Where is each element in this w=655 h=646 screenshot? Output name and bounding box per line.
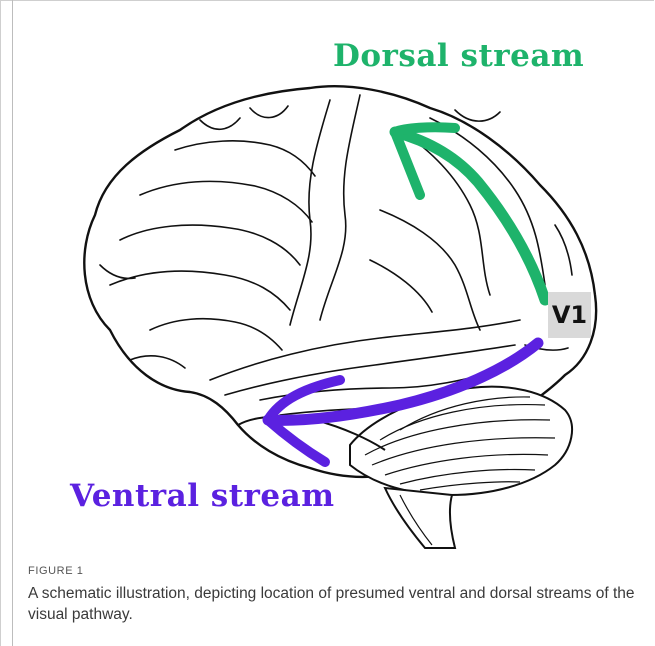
- v1-text: V1: [552, 301, 587, 329]
- brain-illustration: [0, 0, 655, 560]
- ventral-stream-label: Ventral stream: [70, 478, 335, 514]
- dorsal-stream-label: Dorsal stream: [333, 38, 584, 74]
- figure-number: FIGURE 1: [28, 565, 638, 577]
- v1-label: V1: [548, 292, 591, 338]
- brain-stem: [385, 488, 455, 548]
- caption-text: A schematic illustration, depicting loca…: [28, 583, 638, 625]
- figure-caption: FIGURE 1 A schematic illustration, depic…: [28, 565, 638, 625]
